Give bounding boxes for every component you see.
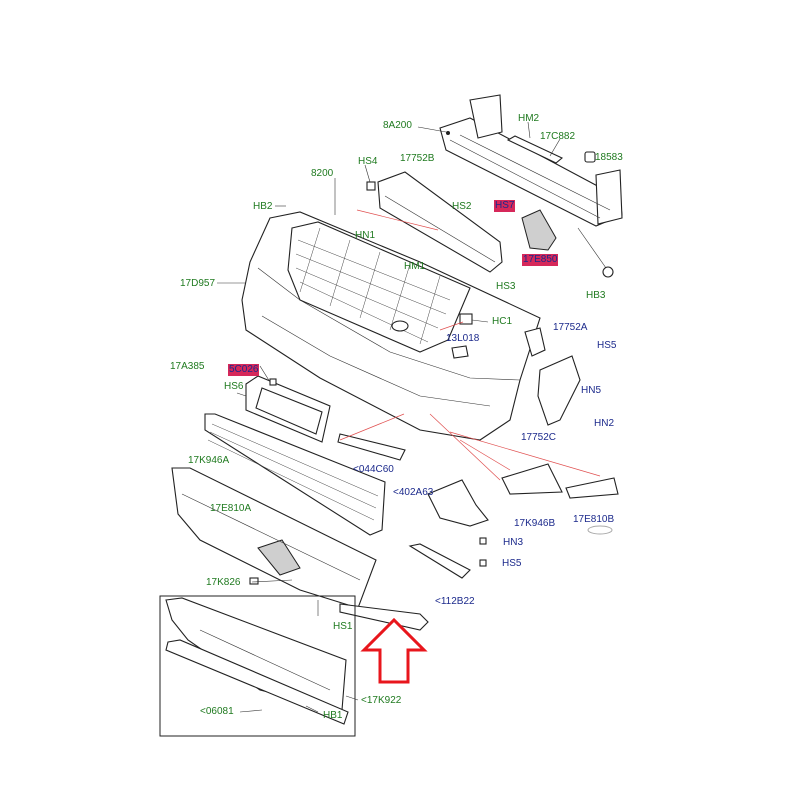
inset-panel [159,595,356,737]
clip-hc1 [459,313,473,325]
screw-hs4 [366,181,376,191]
label-hm1: HM1 [404,261,426,272]
fasteners-hn3-hs5 [479,537,487,567]
label-hn5: HN5 [581,385,602,396]
label-402a63: <402A63 [393,487,434,498]
clip-17k826 [249,577,259,585]
label-17752c: 17752C [521,432,557,443]
label-17k922: <17K922 [361,695,402,706]
label-17e850: 17E850 [522,254,559,266]
trim-044c60 [337,433,406,461]
clip-18583 [584,151,596,163]
label-hn3: HN3 [503,537,524,548]
trim-17e810b [565,477,619,499]
label-hc1: HC1 [492,316,513,327]
label-112b22: <112B22 [435,596,475,607]
label-hs3: HS3 [496,281,516,292]
label-17k826: 17K826 [206,577,241,588]
label-17k946a: 17K946A [188,455,230,466]
label-hs1: HS1 [333,621,353,632]
label-hs5-lower: HS5 [502,558,522,569]
label-17e810a: 17E810A [210,503,252,514]
label-hb1: HB1 [323,710,343,721]
label-17752a: 17752A [553,322,588,333]
brand-mark [587,525,613,535]
bracket-402a63 [427,479,489,527]
label-044c60: <044C60 [353,464,394,475]
strip-112b22 [408,543,471,579]
label-hs7: HS7 [494,200,516,212]
label-17k946b: 17K946B [514,518,556,529]
label-17752b: 17752B [400,153,435,164]
side-bracket-17752a [524,327,546,357]
label-hs5-upper: HS5 [597,340,617,351]
label-8a200: 8A200 [383,120,412,131]
upper-grille-8200 [287,221,471,353]
label-hn1: HN1 [355,230,376,241]
lower-grille-17k946a [204,413,386,536]
label-17c882: 17C882 [540,131,576,142]
screw-hs6 [236,392,247,397]
label-hs2: HS2 [452,201,472,212]
label-17d957: 17D957 [180,278,216,289]
label-18583: 18583 [595,152,623,163]
energy-absorber-17752b [377,171,503,273]
bolt-hb3 [577,227,614,278]
tow-eye-cover-13l018 [451,345,469,359]
lower-spoiler [339,603,429,631]
label-17a385: 17A385 [170,361,205,372]
reinforcement-beam-8a200 [439,94,623,227]
licence-plate-plinth-17a385 [245,375,331,443]
bracket-17c882 [506,135,564,164]
label-hb3: HB3 [586,290,606,301]
side-grille-17k946b [501,463,563,495]
label-hn2: HN2 [594,418,615,429]
grille-bracket-17e850 [521,209,557,251]
label-17e810b: 17E810B [573,514,615,525]
red-leader-lines [339,209,601,481]
side-bracket-17752c [537,355,581,426]
fixing-5c026 [269,378,277,386]
label-hm2: HM2 [518,113,540,124]
label-hb2: HB2 [253,201,273,212]
label-13l018: 13L018 [446,333,480,344]
label-5c026: 5C026 [228,364,260,376]
undertray-17e810a [171,467,377,609]
up-arrow-outline-icon [360,617,428,684]
label-hs6: HS6 [224,381,244,392]
label-hs4: HS4 [358,156,378,167]
label-8200: 8200 [311,168,334,179]
leader-lines [217,121,561,713]
label-06081: <06081 [200,706,234,717]
